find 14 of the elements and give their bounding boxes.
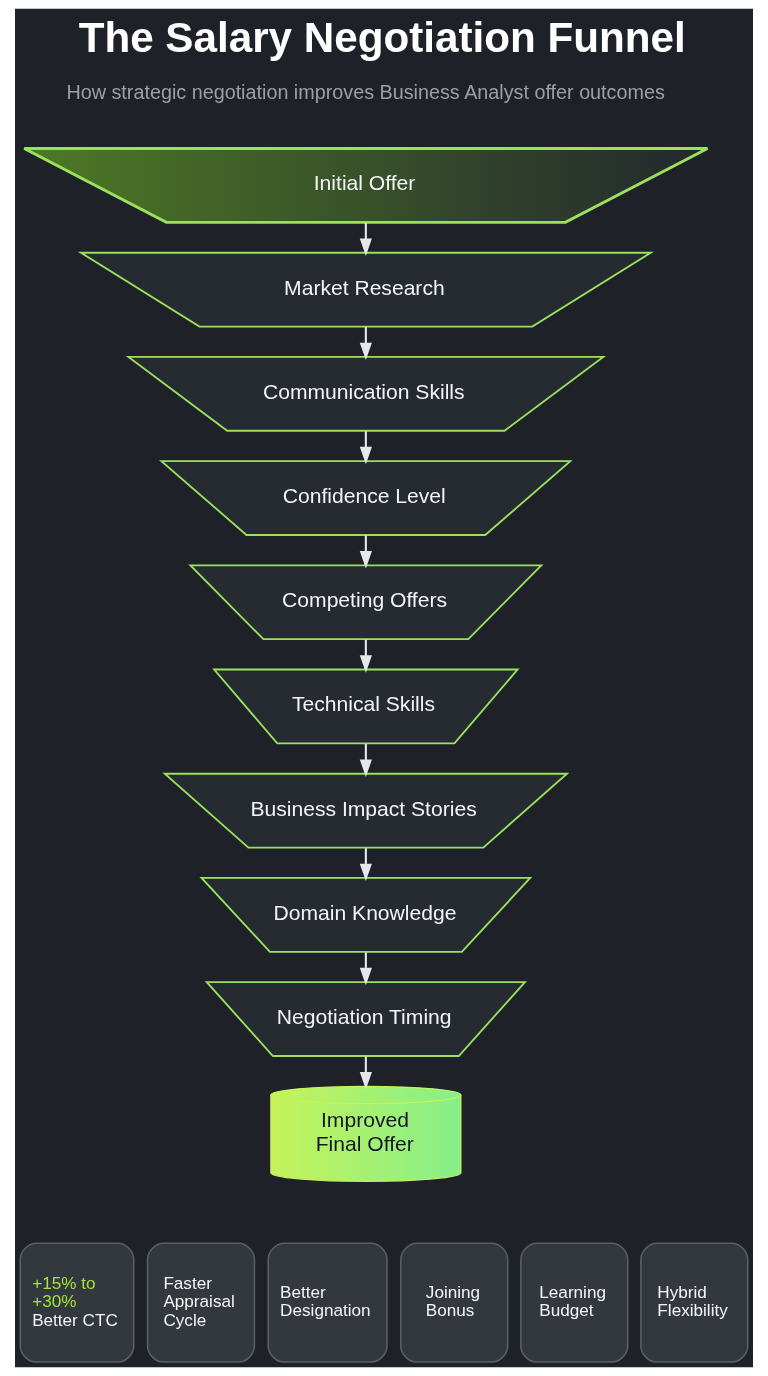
arrow — [359, 1056, 372, 1090]
arrow — [359, 431, 372, 465]
arrow — [359, 535, 372, 569]
node-box: Faster Appraisal Cycle — [146, 1242, 256, 1363]
node-box: Better Designation — [267, 1242, 388, 1363]
node-box: Hybrid Flexibility — [640, 1242, 749, 1363]
arrow — [359, 848, 372, 882]
label: How strategic negotiation improves Business Analyst offer outcomes — [66, 81, 665, 104]
node-box: Learning Budget — [520, 1242, 629, 1363]
arrow — [359, 952, 372, 986]
node-box: +15% to +30% Better CTC — [19, 1242, 135, 1363]
diagram-title: The Salary Negotiation Funnel — [78, 13, 686, 61]
arrow — [359, 327, 372, 361]
node-box: Joining Bonus — [400, 1242, 509, 1363]
